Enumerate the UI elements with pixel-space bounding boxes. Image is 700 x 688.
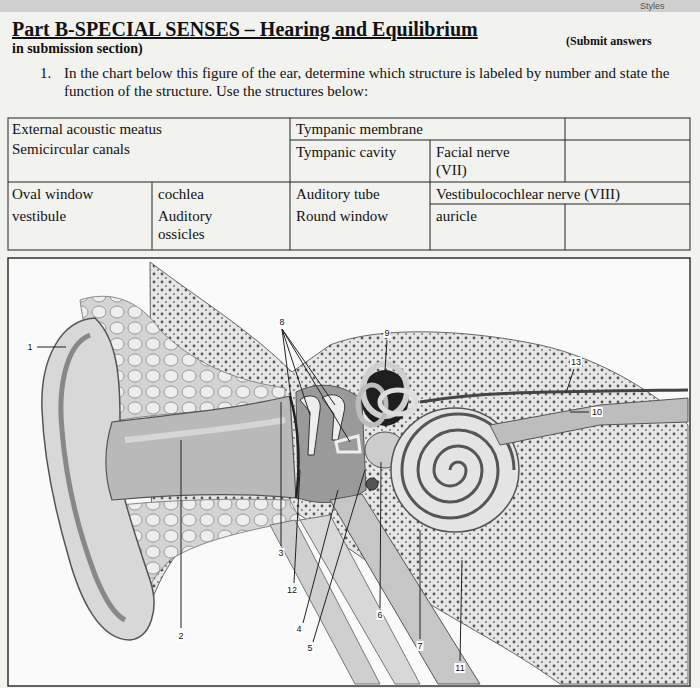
- canal-shading: [125, 420, 285, 440]
- table-cell: Semicircular canals: [12, 140, 130, 158]
- table-line: [565, 118, 566, 182]
- callout-number: 7: [416, 641, 423, 651]
- callout-number: 6: [376, 610, 383, 620]
- leader-line: [460, 560, 462, 661]
- table-line: [565, 204, 566, 250]
- ear-canal: [106, 396, 296, 500]
- semicircular-canal: [380, 390, 416, 414]
- table-cell: Facial nerve (VII): [436, 143, 536, 179]
- table-line: [8, 182, 690, 183]
- leader-line: [281, 402, 282, 546]
- table-line: [430, 140, 431, 250]
- leader-line: [37, 347, 66, 348]
- table-cell: Round window: [296, 207, 388, 225]
- leader-lines: [37, 329, 589, 661]
- table-cell: Tympanic cavity: [296, 143, 396, 161]
- leader-line: [282, 329, 350, 442]
- leader-line: [303, 490, 338, 623]
- question-number: 1.: [40, 64, 51, 82]
- toolbar-strip: [0, 0, 700, 12]
- table-cell: Auditory ossicles: [158, 207, 258, 243]
- leader-line: [380, 462, 381, 608]
- leader-line: [294, 470, 300, 583]
- callout-number: 4: [295, 624, 302, 634]
- table-line: [290, 140, 690, 141]
- table-cell: auricle: [436, 207, 477, 225]
- leader-line: [385, 340, 387, 370]
- callout-number: 12: [286, 585, 298, 595]
- callout-number: 5: [306, 643, 313, 653]
- facial-nerve-shape: [420, 390, 688, 402]
- callout-number: 9: [383, 328, 390, 338]
- leader-line: [313, 470, 365, 642]
- table-cell: Vestibulocochlear nerve (VIII): [436, 185, 620, 203]
- table-grid: [8, 118, 690, 250]
- leader-line: [282, 329, 335, 405]
- leader-line: [420, 530, 421, 639]
- leader-line: [570, 412, 589, 413]
- table-line: [290, 118, 291, 250]
- callout-number: 11: [454, 663, 465, 673]
- page-title: Part B-SPECIAL SENSES – Hearing and Equi…: [12, 18, 478, 40]
- watermark: Styles: [640, 1, 665, 11]
- table-cell: vestibule: [12, 207, 66, 225]
- table-cell: Auditory tube: [296, 185, 380, 203]
- figure-frame: [8, 258, 690, 686]
- malleus: [300, 396, 320, 455]
- note: (Submit answers: [566, 32, 652, 50]
- callout-number: 1: [26, 342, 33, 352]
- vestibulocochlear-nerve-shape: [490, 398, 688, 445]
- table-border: [8, 118, 690, 250]
- table-line: [152, 182, 153, 250]
- note: in submission section): [12, 40, 143, 58]
- question-text: In the chart below this figure of the ea…: [64, 64, 679, 100]
- callout-number: 2: [177, 631, 184, 641]
- leader-line: [282, 329, 310, 415]
- table-cell: External acoustic meatus: [12, 120, 162, 138]
- round-window-shape: [366, 478, 378, 490]
- callout-number: 3: [277, 548, 284, 558]
- table-cell: Oval window: [12, 185, 93, 203]
- table-cell: cochlea: [158, 185, 204, 203]
- leader-line: [181, 440, 182, 628]
- callout-number: 13: [570, 357, 582, 367]
- callout-number: 10: [591, 407, 603, 417]
- table-cell: Tympanic membrane: [296, 120, 423, 138]
- callout-number: 8: [278, 317, 285, 327]
- table-line: [430, 204, 690, 205]
- leader-line: [566, 369, 574, 393]
- tympanic-membrane-shape: [290, 396, 298, 498]
